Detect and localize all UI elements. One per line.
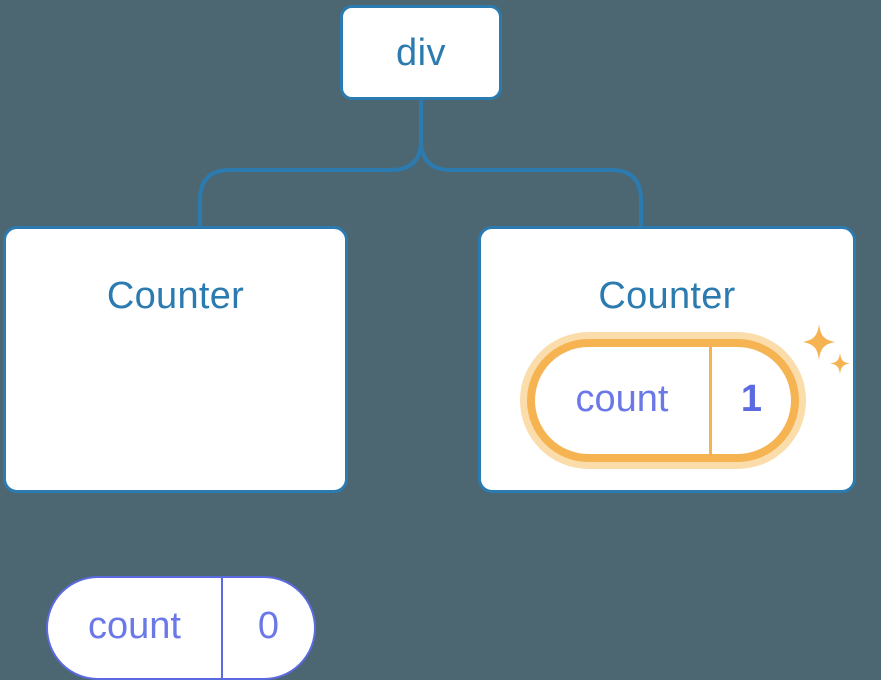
sparkle-group — [803, 324, 850, 374]
component-card-counter-left[interactable]: Counter count 0 — [3, 226, 348, 680]
node-div-label: div — [395, 31, 447, 74]
state-pill-count-left[interactable]: count 0 — [46, 576, 316, 680]
state-pill-inner: count 1 — [535, 347, 791, 454]
node-div[interactable]: div — [340, 5, 502, 100]
state-key: count — [575, 377, 669, 420]
state-value: 1 — [709, 347, 791, 454]
component-title: Counter — [106, 275, 245, 317]
sparkle-small-icon — [830, 353, 850, 374]
state-pill-count-right-highlighted[interactable]: count 1 — [520, 332, 806, 469]
state-value: 0 — [221, 578, 314, 678]
sparkle-icon — [803, 324, 835, 360]
diagram-canvas: div Counter count 0 Counter count 1 — [3, 5, 856, 680]
state-key: count — [88, 605, 181, 647]
component-title: Counter — [598, 275, 736, 317]
